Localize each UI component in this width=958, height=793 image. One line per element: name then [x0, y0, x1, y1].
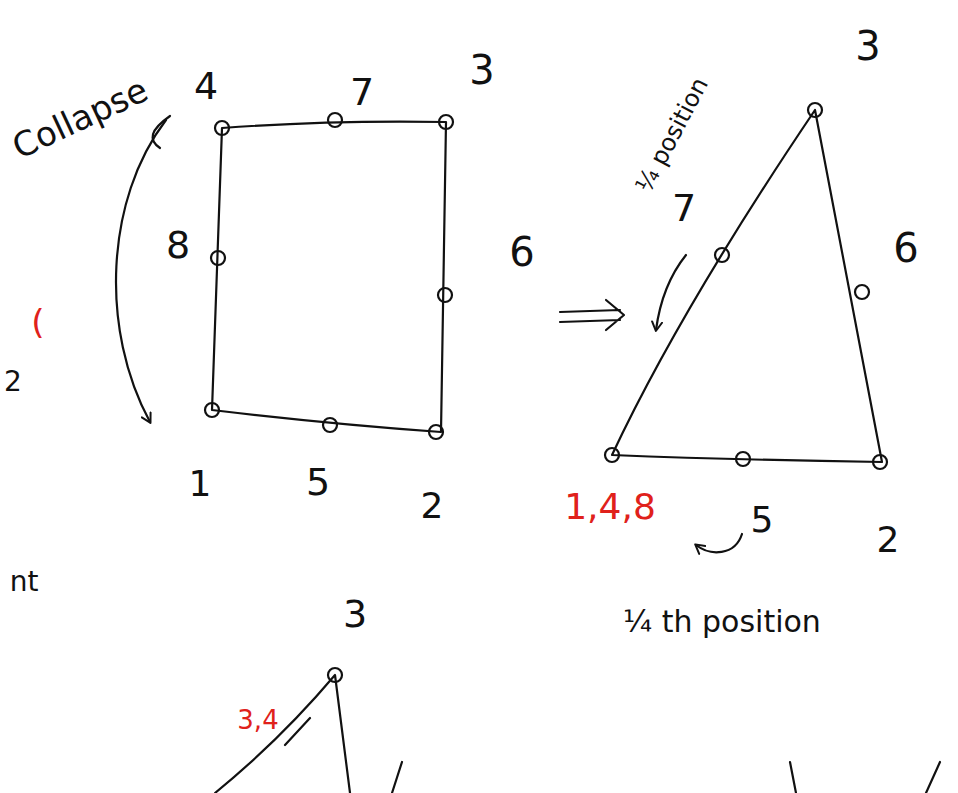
implies-arrow: [560, 300, 624, 330]
callout-number: ¼ th position: [623, 607, 821, 637]
callout-number: 7: [672, 189, 696, 227]
callout-number: 1: [189, 466, 212, 502]
callout-number: 3: [469, 50, 494, 90]
callout-number: 7: [350, 73, 374, 111]
callout-number: 6: [893, 228, 918, 268]
element-nodes: [205, 113, 453, 439]
collapse-arrow: [116, 120, 166, 422]
callout-number: 2: [4, 368, 22, 396]
callout-number: 3: [343, 595, 367, 633]
move-arrow: [696, 534, 742, 552]
callout-number: 4: [194, 67, 218, 105]
callout-number: 5: [306, 463, 330, 501]
callout-number: 2: [877, 522, 900, 558]
callout-number: 3: [855, 26, 880, 66]
collapse-hook: [153, 116, 170, 148]
quad-element: [212, 122, 446, 432]
move-arrow: [656, 255, 686, 330]
callout-number: 2: [421, 488, 444, 524]
callout-number: (: [31, 305, 44, 339]
callout-number: 3,4: [237, 707, 278, 733]
callout-number: 6: [509, 232, 534, 272]
callout-number: Collapse: [7, 72, 152, 164]
partial-sketch: [215, 675, 940, 793]
callout-number: ¼ position: [632, 74, 712, 196]
callout-number: 1,4,8: [564, 489, 656, 525]
callout-number: nt: [10, 568, 39, 596]
callout-number: 8: [166, 226, 190, 264]
callout-number: 5: [751, 502, 774, 538]
